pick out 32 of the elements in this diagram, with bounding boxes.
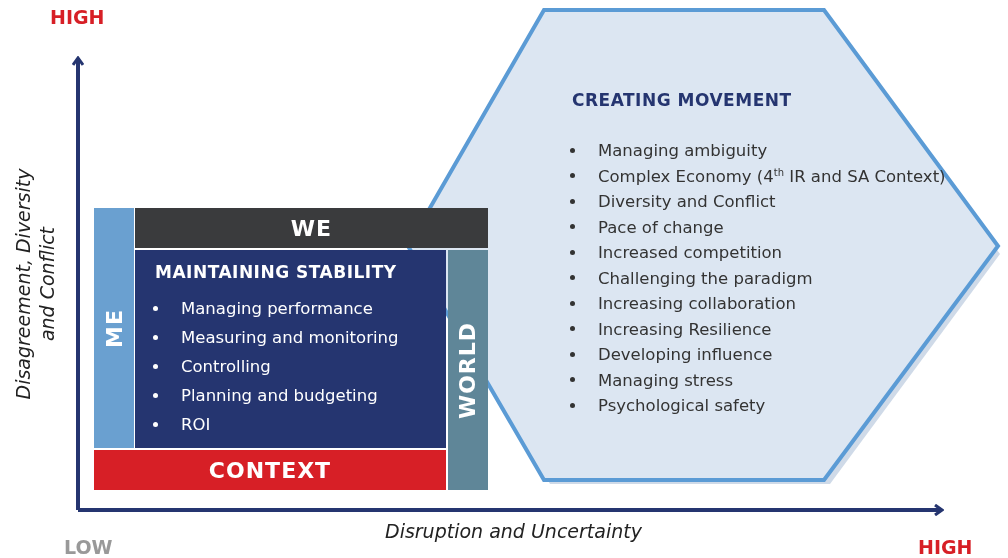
side-band	[94, 208, 134, 448]
list-item: Managing ambiguity	[570, 138, 946, 164]
band-label: ME	[101, 308, 127, 348]
axis-end-label: HIGH	[50, 6, 105, 28]
panel	[135, 250, 446, 448]
panel-heading: CREATING MOVEMENT	[572, 90, 792, 110]
list-item: Psychological safety	[570, 393, 946, 419]
list-item: Managing performance	[153, 294, 399, 323]
list-item: Increasing collaboration	[570, 291, 946, 317]
list-item: ROI	[153, 410, 399, 439]
axis-title: Disagreement, Diversity and Conflict	[11, 167, 59, 402]
list-item: Diversity and Conflict	[570, 189, 946, 215]
list-item: Planning and budgeting	[153, 381, 399, 410]
list-item: Pace of change	[570, 214, 946, 240]
axis-end-label: HIGH	[918, 536, 973, 558]
footer-band	[94, 450, 446, 490]
list-item: Increased competition	[570, 240, 946, 266]
list-item: Controlling	[153, 352, 399, 381]
header-band	[135, 208, 488, 248]
axis-title: Disruption and Uncertainty	[385, 520, 642, 542]
side-band	[448, 250, 488, 490]
axis-end-label: LOW	[64, 536, 113, 558]
band-label: WE	[290, 215, 333, 241]
band-label: CONTEXT	[208, 457, 332, 483]
list-item: Challenging the paradigm	[570, 265, 946, 291]
list-item: Complex Economy (4$^{th}$ IR and SA Context)	[570, 163, 946, 189]
panel-heading: MAINTAINING STABILITY	[155, 262, 397, 282]
list-item: Managing stress	[570, 367, 946, 393]
list-item: Increasing Resilience	[570, 316, 946, 342]
list-item: Developing influence	[570, 342, 946, 368]
list-item: Measuring and monitoring	[153, 323, 399, 352]
band-label: WORLD	[455, 321, 481, 419]
